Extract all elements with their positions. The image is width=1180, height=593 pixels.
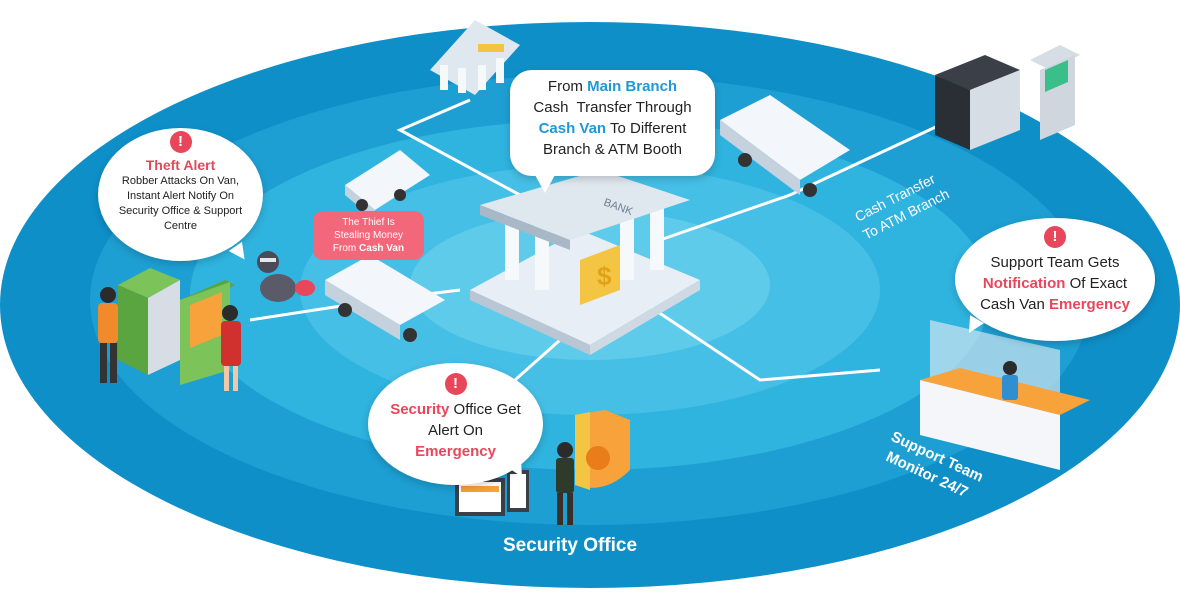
thief-pill-line3-prefix: From (332, 243, 360, 254)
support-line2-highlight: Notification (982, 275, 1066, 292)
thief-pill-line1: The Thief Is (342, 217, 395, 228)
main-bubble-line3: Cash Van To Different (510, 118, 715, 139)
security-line3: Emergency (415, 443, 496, 460)
cash-van-right-icon (720, 95, 850, 197)
customer-woman-icon (221, 305, 241, 391)
security-line2: Alert On (427, 422, 484, 439)
security-alert-icon: ! (444, 373, 467, 395)
branch-bank-icon (430, 20, 520, 95)
support-line1: Support Team Gets (990, 254, 1120, 271)
support-line2: Notification Of Exact (955, 273, 1155, 294)
theft-body-line4: Centre (163, 220, 198, 232)
main-bubble-line4: Branch & ATM Booth (543, 141, 682, 158)
thief-stealing-pill: The Thief Is Stealing Money From Cash Va… (313, 211, 424, 260)
support-line3-prefix: Cash Van (980, 296, 1050, 313)
main-bubble-tail (535, 175, 555, 193)
thief-pill-line2: Stealing Money (334, 230, 403, 241)
main-bubble-line1: From Main Branch (510, 76, 715, 97)
theft-body-line2: Instant Alert Notify On (127, 190, 234, 202)
support-alert-icon: ! (1044, 226, 1066, 248)
security-guard-icon (556, 442, 574, 525)
security-office-label: Security Office (503, 535, 637, 556)
left-kiosk-icon (180, 280, 235, 385)
theft-body-line1: Robber Attacks On Van, (121, 175, 240, 187)
support-desk-icon (920, 320, 1090, 470)
security-line1-highlight: Security (390, 401, 450, 418)
support-line3: Cash Van Emergency (955, 294, 1155, 315)
cash-van-attacked-icon (325, 255, 445, 342)
support-notification-bubble: ! Support Team Gets Notification Of Exac… (955, 218, 1155, 341)
thief-pill-line3: From Cash Van (321, 242, 416, 255)
thief-icon (257, 251, 315, 302)
main-line1-highlight: Main Branch (587, 78, 678, 95)
theft-body-line3: Security Office & Support (118, 205, 243, 217)
security-alert-bubble: ! Security Office Get Alert On Emergency (368, 363, 543, 485)
customer-man-icon (98, 287, 118, 383)
security-line1-suffix: Office Get (449, 401, 521, 418)
main-line3-suffix: To Different (606, 120, 687, 137)
main-line1-prefix: From (547, 78, 588, 95)
main-branch-bubble: From Main Branch Cash Transfer Through C… (510, 70, 715, 176)
theft-alert-title: Theft Alert (145, 157, 216, 173)
support-line3-highlight: Emergency (1049, 296, 1130, 313)
theft-alert-icon: ! (169, 131, 192, 153)
svg-text:$: $ (597, 261, 612, 291)
security-line1: Security Office Get (368, 399, 543, 420)
main-line3-highlight: Cash Van (538, 120, 607, 137)
atm-machine-icon (935, 55, 1020, 150)
kiosk-icon (1030, 45, 1080, 140)
thief-pill-line3-highlight: Cash Van (359, 243, 405, 254)
security-shield-icon (575, 410, 630, 490)
theft-alert-bubble: ! Theft Alert Robber Attacks On Van, Ins… (98, 128, 263, 261)
central-bank-icon: $ BANK (470, 170, 700, 355)
support-line2-suffix: Of Exact (1065, 275, 1128, 292)
main-bubble-line2: Cash Transfer Through (533, 99, 692, 116)
left-atm-icon (118, 268, 180, 375)
